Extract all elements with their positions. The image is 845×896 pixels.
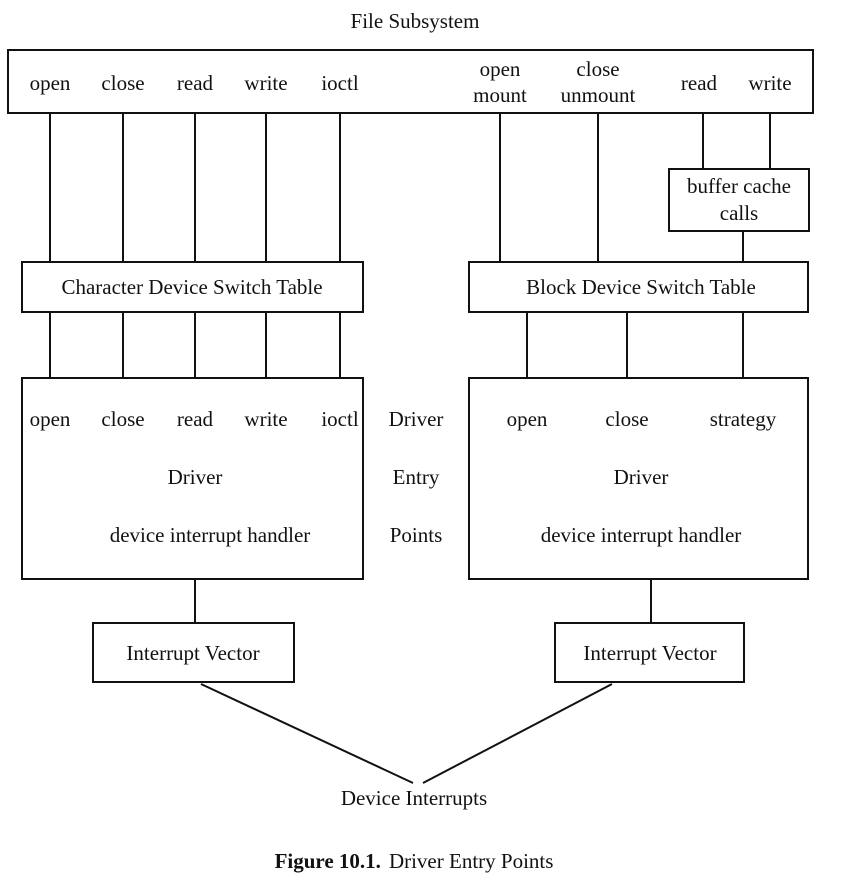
char-switch-table-label: Character Device Switch Table <box>61 275 322 299</box>
char-switch-table-box <box>21 261 364 313</box>
block-switch-table-label: Block Device Switch Table <box>526 275 756 299</box>
char-driver-entry-ioctl: ioctl <box>321 407 358 431</box>
driver-entry-points-label-2: Entry <box>393 465 440 489</box>
block-driver-handler: device interrupt handler <box>541 523 742 547</box>
block-driver-box <box>468 377 809 580</box>
char-driver-entry-read: read <box>177 407 214 431</box>
block-driver-entry-strategy: strategy <box>710 407 777 431</box>
fs-char-call-read: read <box>177 71 214 95</box>
file-subsystem-title: File Subsystem <box>351 9 480 33</box>
char-driver-box <box>21 377 364 580</box>
char-driver-entry-open: open <box>30 407 71 431</box>
interrupt-vector-left-box <box>92 622 295 683</box>
fs-block-call-read: read <box>681 71 718 95</box>
fs-block-call-open: open <box>480 57 521 81</box>
buffer-cache-box <box>668 168 810 232</box>
figure-caption: Figure 10.1. Driver Entry Points <box>275 849 554 873</box>
fs-block-call-write: write <box>748 71 791 95</box>
block-driver-entry-open: open <box>507 407 548 431</box>
fs-block-call-unmount: unmount <box>561 83 636 107</box>
block-driver-name: Driver <box>614 465 669 489</box>
fs-block-call-close: close <box>576 57 619 81</box>
buffer-cache-label-line2: calls <box>720 201 758 225</box>
fs-block-call-mount: mount <box>473 83 527 107</box>
file-subsystem-box <box>7 49 814 114</box>
line-right-vector-to-interrupts <box>422 683 613 784</box>
interrupt-vector-right-box <box>554 622 745 683</box>
char-driver-entry-close: close <box>101 407 144 431</box>
char-driver-handler: device interrupt handler <box>110 523 311 547</box>
device-interrupts-label: Device Interrupts <box>341 786 487 810</box>
line-left-vector-to-interrupts <box>200 683 414 784</box>
fs-char-call-open: open <box>30 71 71 95</box>
driver-entry-points-label-3: Points <box>390 523 443 547</box>
char-driver-entry-write: write <box>244 407 287 431</box>
fs-char-call-write: write <box>244 71 287 95</box>
driver-entry-points-label-1: Driver <box>389 407 444 431</box>
figure-caption-number: Figure 10.1. <box>275 849 381 873</box>
interrupt-vector-left-label: Interrupt Vector <box>126 641 259 665</box>
block-switch-table-box <box>468 261 809 313</box>
interrupt-vector-right-label: Interrupt Vector <box>583 641 716 665</box>
figure-caption-text: Driver Entry Points <box>389 849 553 873</box>
block-driver-entry-close: close <box>605 407 648 431</box>
buffer-cache-label-line1: buffer cache <box>687 174 791 198</box>
fs-char-call-close: close <box>101 71 144 95</box>
char-driver-name: Driver <box>168 465 223 489</box>
fs-char-call-ioctl: ioctl <box>321 71 358 95</box>
